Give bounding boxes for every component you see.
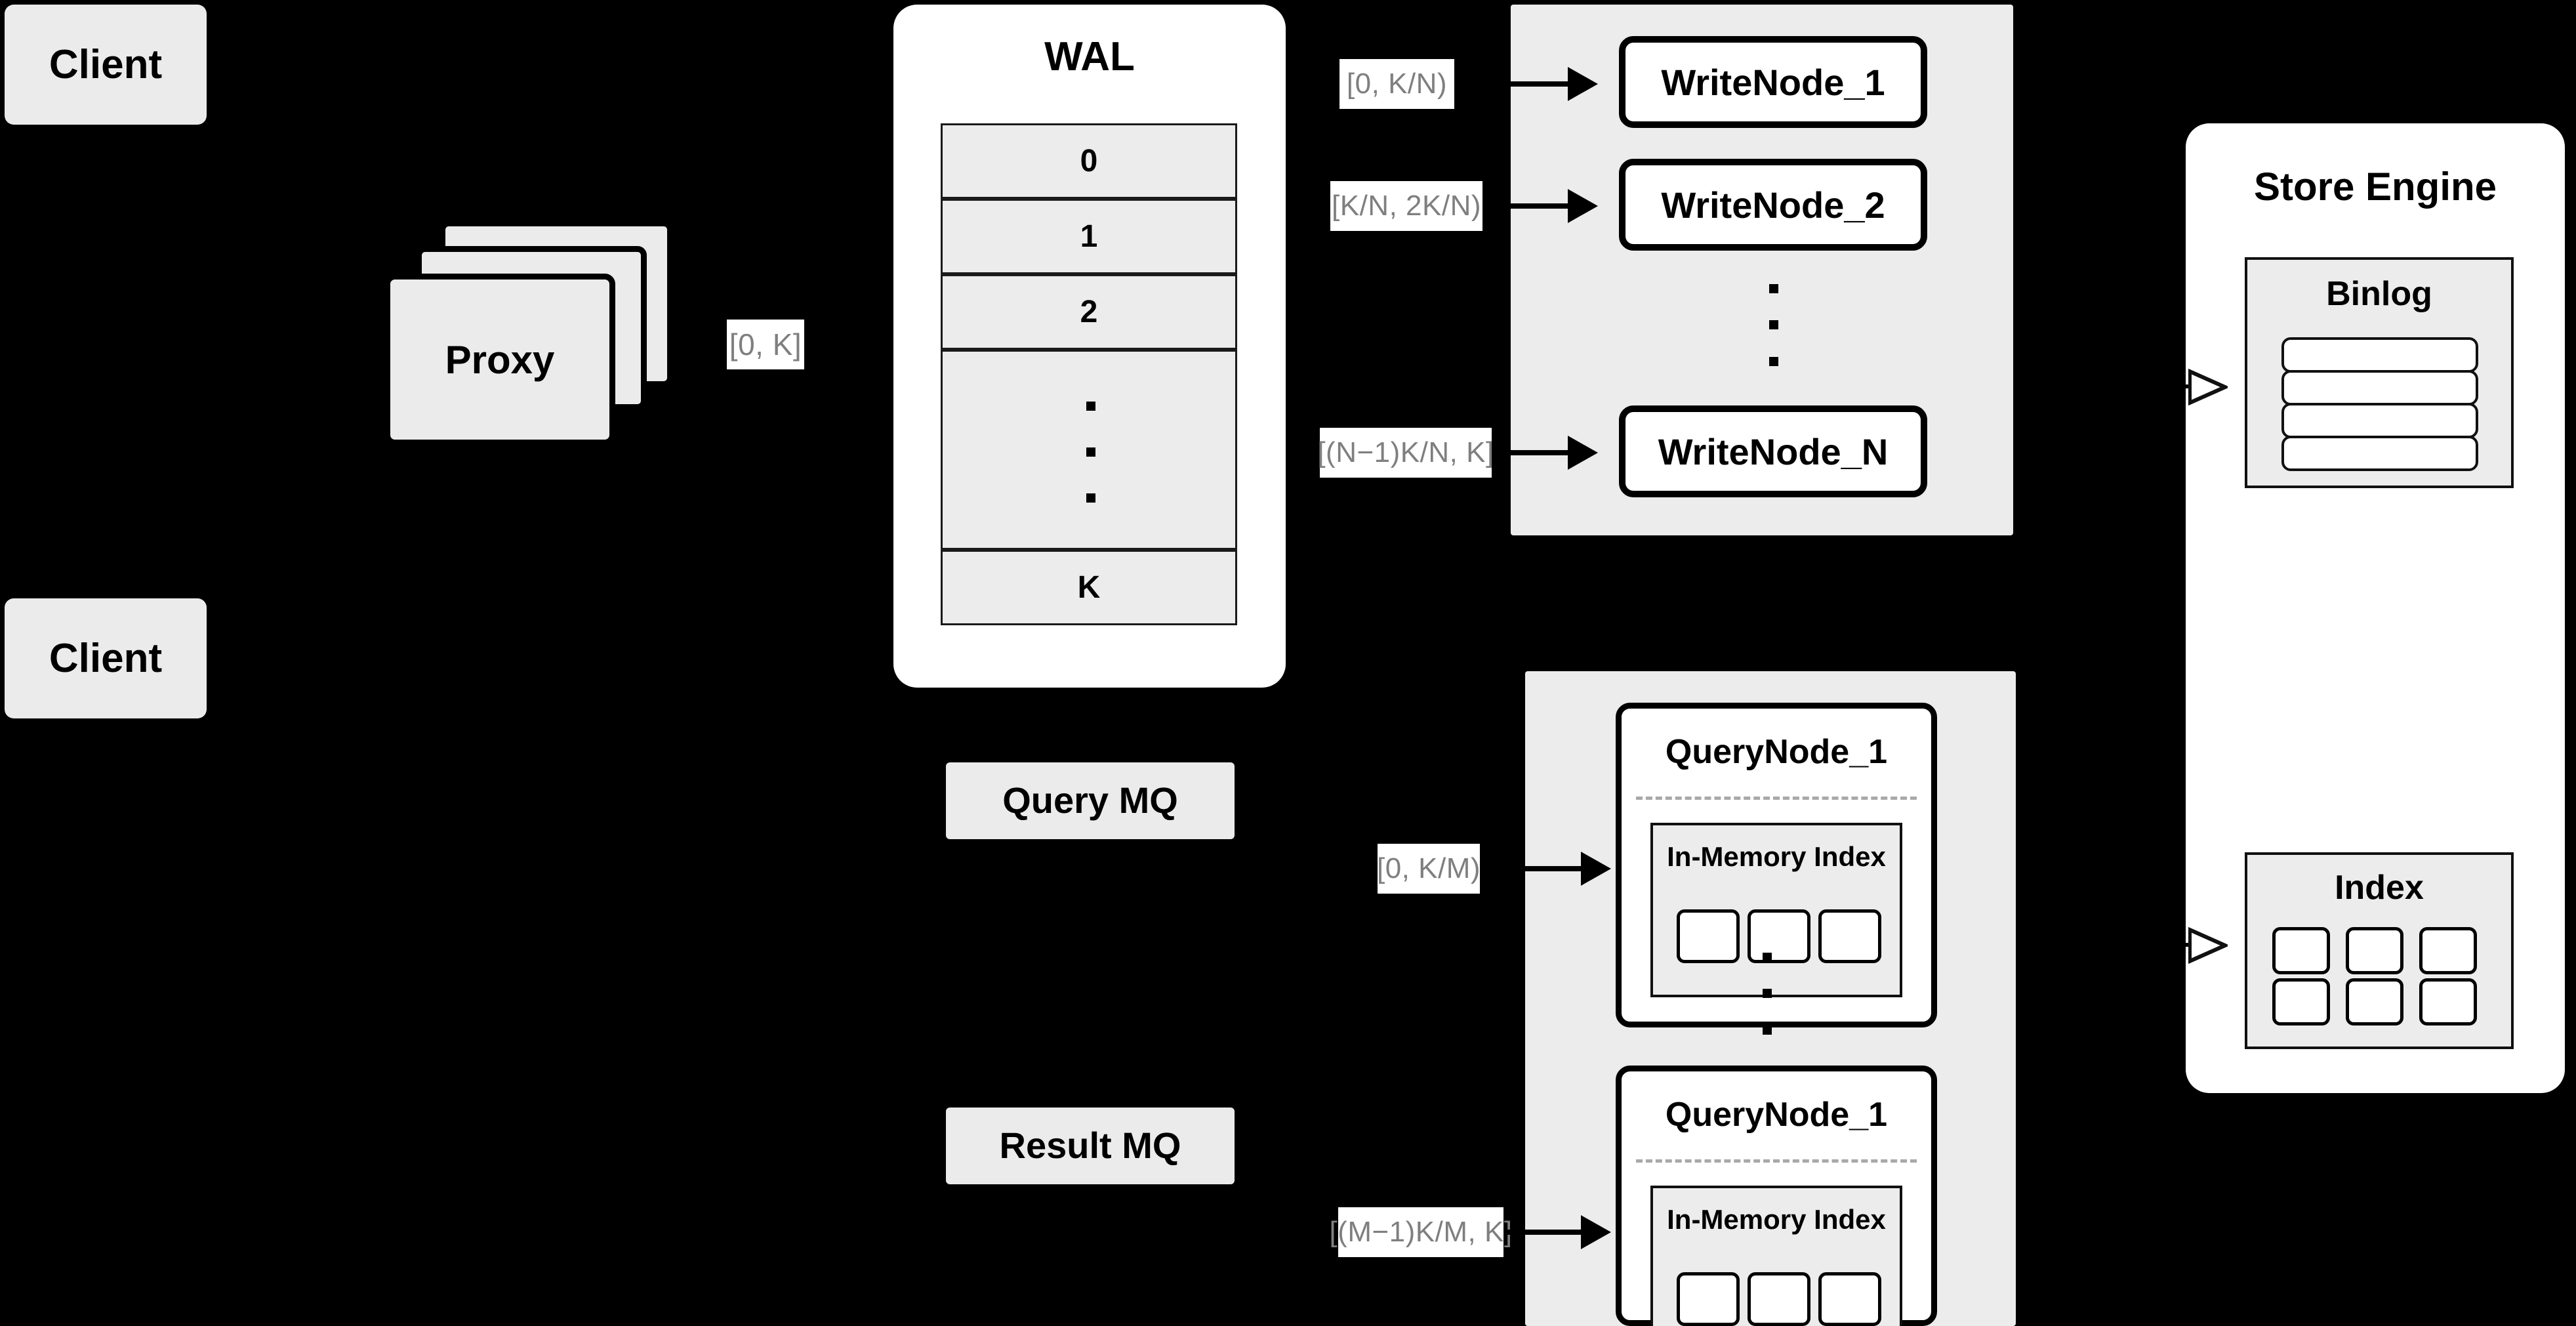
query-cluster-ellipsis-dot-3 [1763,1026,1772,1035]
binlog-box: Binlog [2245,257,2514,488]
client-node-2-label: Client [49,635,163,681]
write-cluster-ellipsis-dot-1 [1769,284,1778,293]
wal-row-2: 2 [941,274,1237,350]
wal-row-k-label: K [1077,570,1101,605]
binlog-bar-4 [2281,436,2478,471]
wal-row-2-label: 2 [1080,295,1098,329]
wal-row-k: K [941,550,1237,625]
index-slot-4 [2272,978,2330,1026]
index-slot-5 [2346,978,2403,1026]
client-node-1[interactable]: Client [5,5,207,125]
proxy-label: Proxy [445,337,555,382]
binlog-bar-1 [2281,337,2478,373]
query-node-2-in-memory-index-title: In-Memory Index [1667,1204,1886,1235]
index-title: Index [2335,869,2424,907]
arrow-head-write-2 [1568,189,1598,223]
wal-row-1: 1 [941,199,1237,274]
write-cluster-ellipsis-dot-2 [1769,320,1778,329]
client-node-2[interactable]: Client [5,598,207,718]
edge-label-query-range-m-text: [(M−1)K/M, K] [1329,1216,1513,1248]
binlog-title: Binlog [2326,275,2432,313]
write-node-n-label: WriteNode_N [1658,430,1889,472]
arrow-line-query-m [1506,1230,1589,1235]
query-node-1-separator [1636,797,1917,800]
edge-label-query-range-m: [(M−1)K/M, K] [1329,1207,1512,1257]
arrow-head-write-n [1568,436,1598,470]
query-node-2-index-slot-3 [1818,1272,1881,1326]
query-node-2[interactable]: QueryNode_1 In-Memory Index [1616,1066,1937,1326]
query-node-1-index-slot-3 [1818,909,1881,963]
query-node-2-label: QueryNode_1 [1665,1096,1888,1134]
edge-label-write-range-2-text: [K/N, 2K/N) [1332,190,1481,222]
edge-label-write-range-n-text: [(N−1)K/N, K] [1317,436,1494,468]
query-node-2-in-memory-index: In-Memory Index [1650,1186,1902,1326]
wal-row-ellipsis [941,350,1237,550]
write-node-2-label: WriteNode_2 [1661,184,1885,226]
query-cluster-ellipsis-dot-2 [1763,989,1772,998]
wal-row-1-label: 1 [1080,219,1098,254]
query-node-1[interactable]: QueryNode_1 In-Memory Index [1616,703,1937,1027]
wal-row-0-label: 0 [1080,144,1098,178]
result-mq-node[interactable]: Result MQ [946,1108,1235,1184]
query-mq-label: Query MQ [1002,779,1178,821]
query-node-1-in-memory-index-title: In-Memory Index [1667,841,1886,872]
write-node-2[interactable]: WriteNode_2 [1619,159,1927,251]
query-node-1-label: QueryNode_1 [1665,733,1888,771]
query-node-1-in-memory-index: In-Memory Index [1650,823,1902,997]
arrow-line-write-1 [1464,81,1576,87]
wal-row-0: 0 [941,123,1237,199]
index-box: Index [2245,852,2514,1049]
arrow-head-binlog-icon [2188,369,2228,405]
index-slot-1 [2272,927,2330,974]
arrow-head-query-m [1581,1215,1611,1249]
write-node-1-label: WriteNode_1 [1661,61,1885,103]
query-mq-node[interactable]: Query MQ [946,762,1235,839]
arrow-head-query-1 [1581,852,1611,886]
arrow-head-write-1 [1568,67,1598,101]
edge-label-query-range-1-text: [0, K/M) [1376,852,1481,884]
query-cluster-ellipsis-dot-1 [1763,953,1772,962]
write-node-n[interactable]: WriteNode_N [1619,405,1927,497]
query-node-1-index-slot-1 [1677,909,1740,963]
wal-title: WAL [1044,34,1135,79]
store-engine-title: Store Engine [2253,165,2497,209]
arrow-head-index-icon [2188,927,2228,964]
query-node-2-index-slot-1 [1677,1272,1740,1326]
edge-label-proxy-to-wal-text: [0, K] [729,327,802,362]
wal-ellipsis-dot-3 [1086,493,1095,503]
index-slot-6 [2419,978,2477,1026]
edge-label-write-range-n: [(N−1)K/N, K] [1317,428,1494,478]
wal-ellipsis-dot-2 [1086,447,1095,457]
index-slot-3 [2419,927,2477,974]
edge-label-write-range-1: [0, K/N) [1339,59,1454,109]
arrow-line-binlog [2156,384,2194,388]
index-slot-2 [2346,927,2403,974]
edge-label-write-range-1-text: [0, K/N) [1346,68,1448,100]
binlog-bar-2 [2281,370,2478,405]
edge-label-write-range-2: [K/N, 2K/N) [1330,181,1482,231]
arrow-line-query-1 [1484,866,1589,871]
wal-ellipsis-dot-1 [1086,402,1095,411]
arrow-line-write-2 [1488,203,1576,209]
edge-label-proxy-to-wal: [0, K] [727,320,804,369]
result-mq-label: Result MQ [999,1125,1181,1167]
query-node-2-index-slot-2 [1748,1272,1810,1326]
arrow-line-write-n [1497,450,1576,455]
proxy-node[interactable]: Proxy [384,274,615,445]
write-node-1[interactable]: WriteNode_1 [1619,36,1927,128]
arrow-line-index [2156,943,2194,947]
binlog-bar-3 [2281,403,2478,438]
write-cluster-ellipsis-dot-3 [1769,357,1778,366]
query-node-2-separator [1636,1159,1917,1163]
client-node-1-label: Client [49,41,163,87]
query-node-1-index-slot-2 [1748,909,1810,963]
edge-label-query-range-1: [0, K/M) [1376,844,1481,894]
